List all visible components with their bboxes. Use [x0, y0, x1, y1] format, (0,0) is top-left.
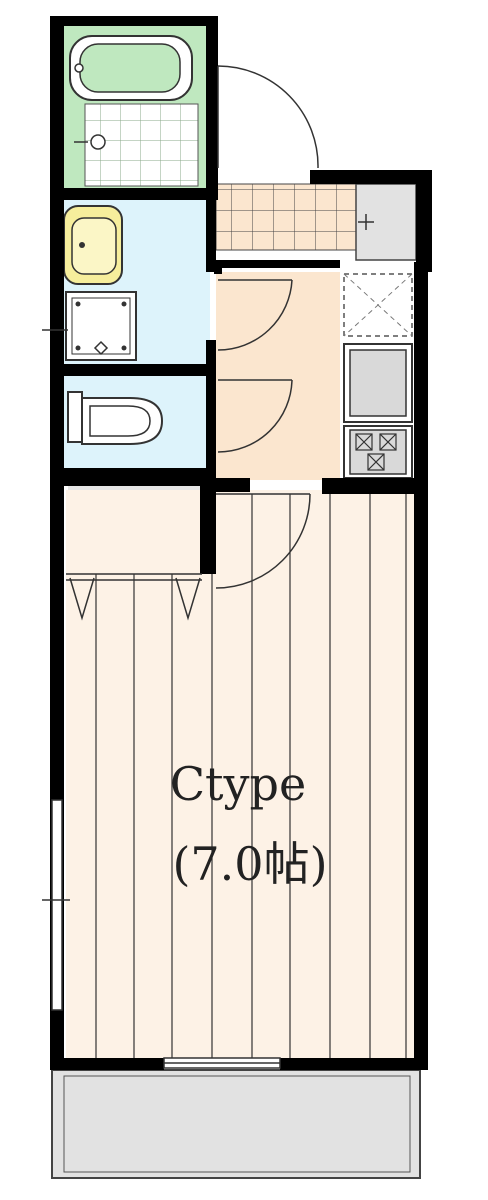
room-size-label: (7.0帖)	[172, 837, 327, 891]
stove-icon	[343, 425, 413, 479]
entrance	[215, 183, 417, 261]
door-swing-icon	[66, 65, 319, 621]
kitchen-sink-icon	[343, 343, 413, 423]
entrance-tile-floor	[215, 183, 357, 251]
room-type-label: Ctype	[170, 757, 306, 811]
toilet-icon	[67, 391, 164, 445]
kitchen	[216, 272, 413, 480]
kitchen-floor	[216, 272, 340, 480]
flooring-planks	[95, 494, 407, 1058]
main-room: Ctype (7.0帖)	[66, 490, 414, 1062]
balcony-floor	[52, 1070, 420, 1178]
fridge-space-icon	[343, 273, 413, 337]
toilet-room	[62, 376, 210, 470]
windows	[42, 329, 281, 1069]
shower-icon	[74, 134, 106, 150]
balcony	[51, 1069, 421, 1179]
sink-icon	[63, 205, 123, 285]
washroom	[62, 200, 210, 366]
washer-pan-icon	[65, 291, 137, 361]
bathroom	[62, 24, 210, 192]
bathtub-icon	[69, 35, 193, 101]
shoe-cabinet	[355, 183, 417, 261]
window-left	[51, 799, 63, 1011]
